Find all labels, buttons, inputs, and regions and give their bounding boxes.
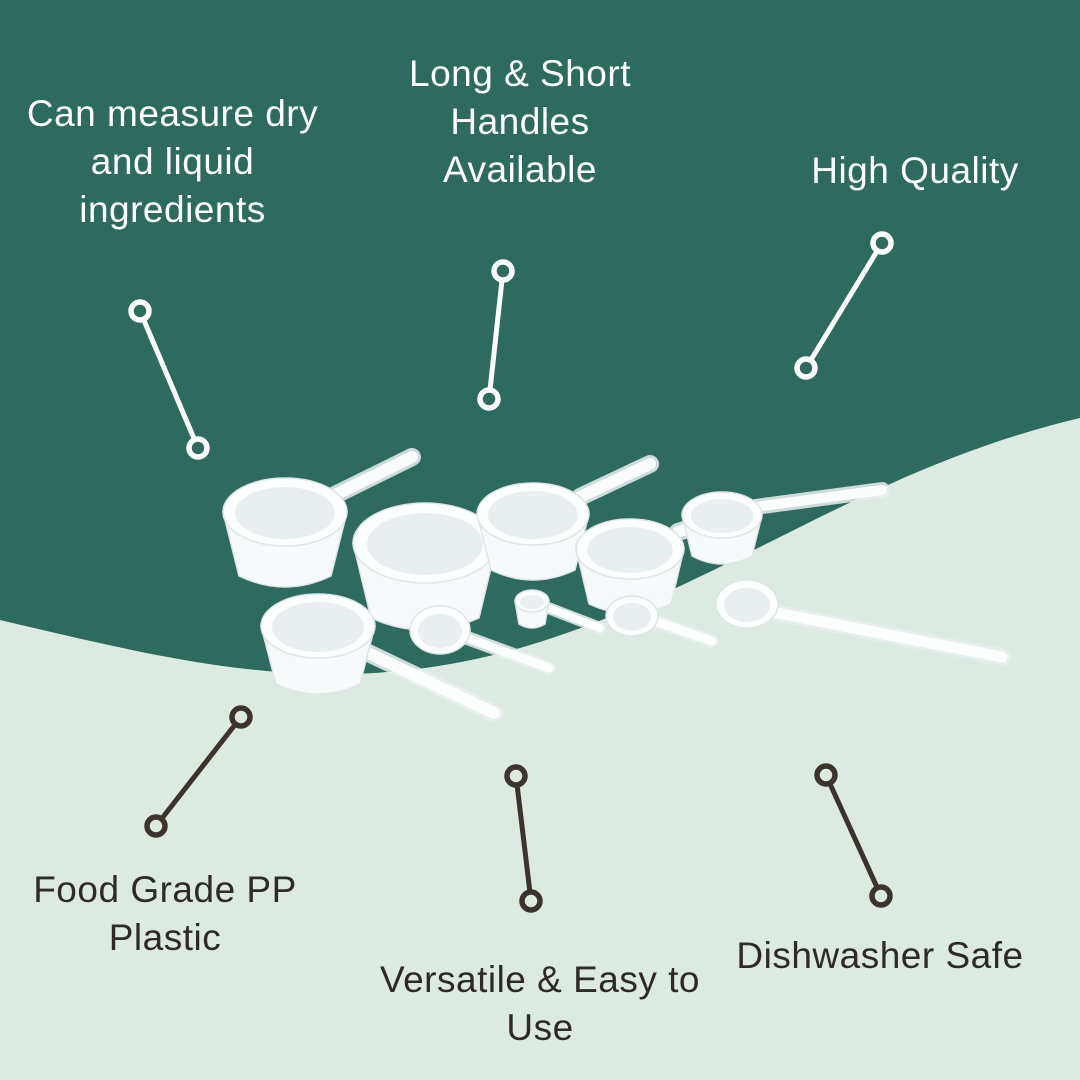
label-dishwasher-safe: Dishwasher Safe bbox=[736, 935, 1024, 976]
scoop-cups bbox=[222, 477, 779, 695]
callout-line-measure-dry-liquid bbox=[128, 299, 210, 460]
callout-line-dishwasher-safe bbox=[814, 763, 893, 908]
label-versatile-easy: Versatile & Easy to Use bbox=[379, 959, 701, 1049]
callout-line-versatile-easy bbox=[504, 764, 543, 913]
label-handles-available: Long & Short Handles Available bbox=[409, 53, 631, 191]
callout-line-handles-available bbox=[477, 259, 515, 411]
callout-line-food-grade-plastic bbox=[144, 705, 253, 838]
background-bottom-mint bbox=[0, 418, 1080, 1080]
scoop-handles bbox=[326, 448, 1011, 722]
label-high-quality: High Quality bbox=[811, 150, 1019, 191]
callout-line-high-quality bbox=[794, 231, 894, 380]
label-measure-dry-liquid: Can measure dry and liquid ingredients bbox=[26, 93, 319, 231]
label-food-grade-plastic: Food Grade PP Plastic bbox=[33, 869, 297, 959]
